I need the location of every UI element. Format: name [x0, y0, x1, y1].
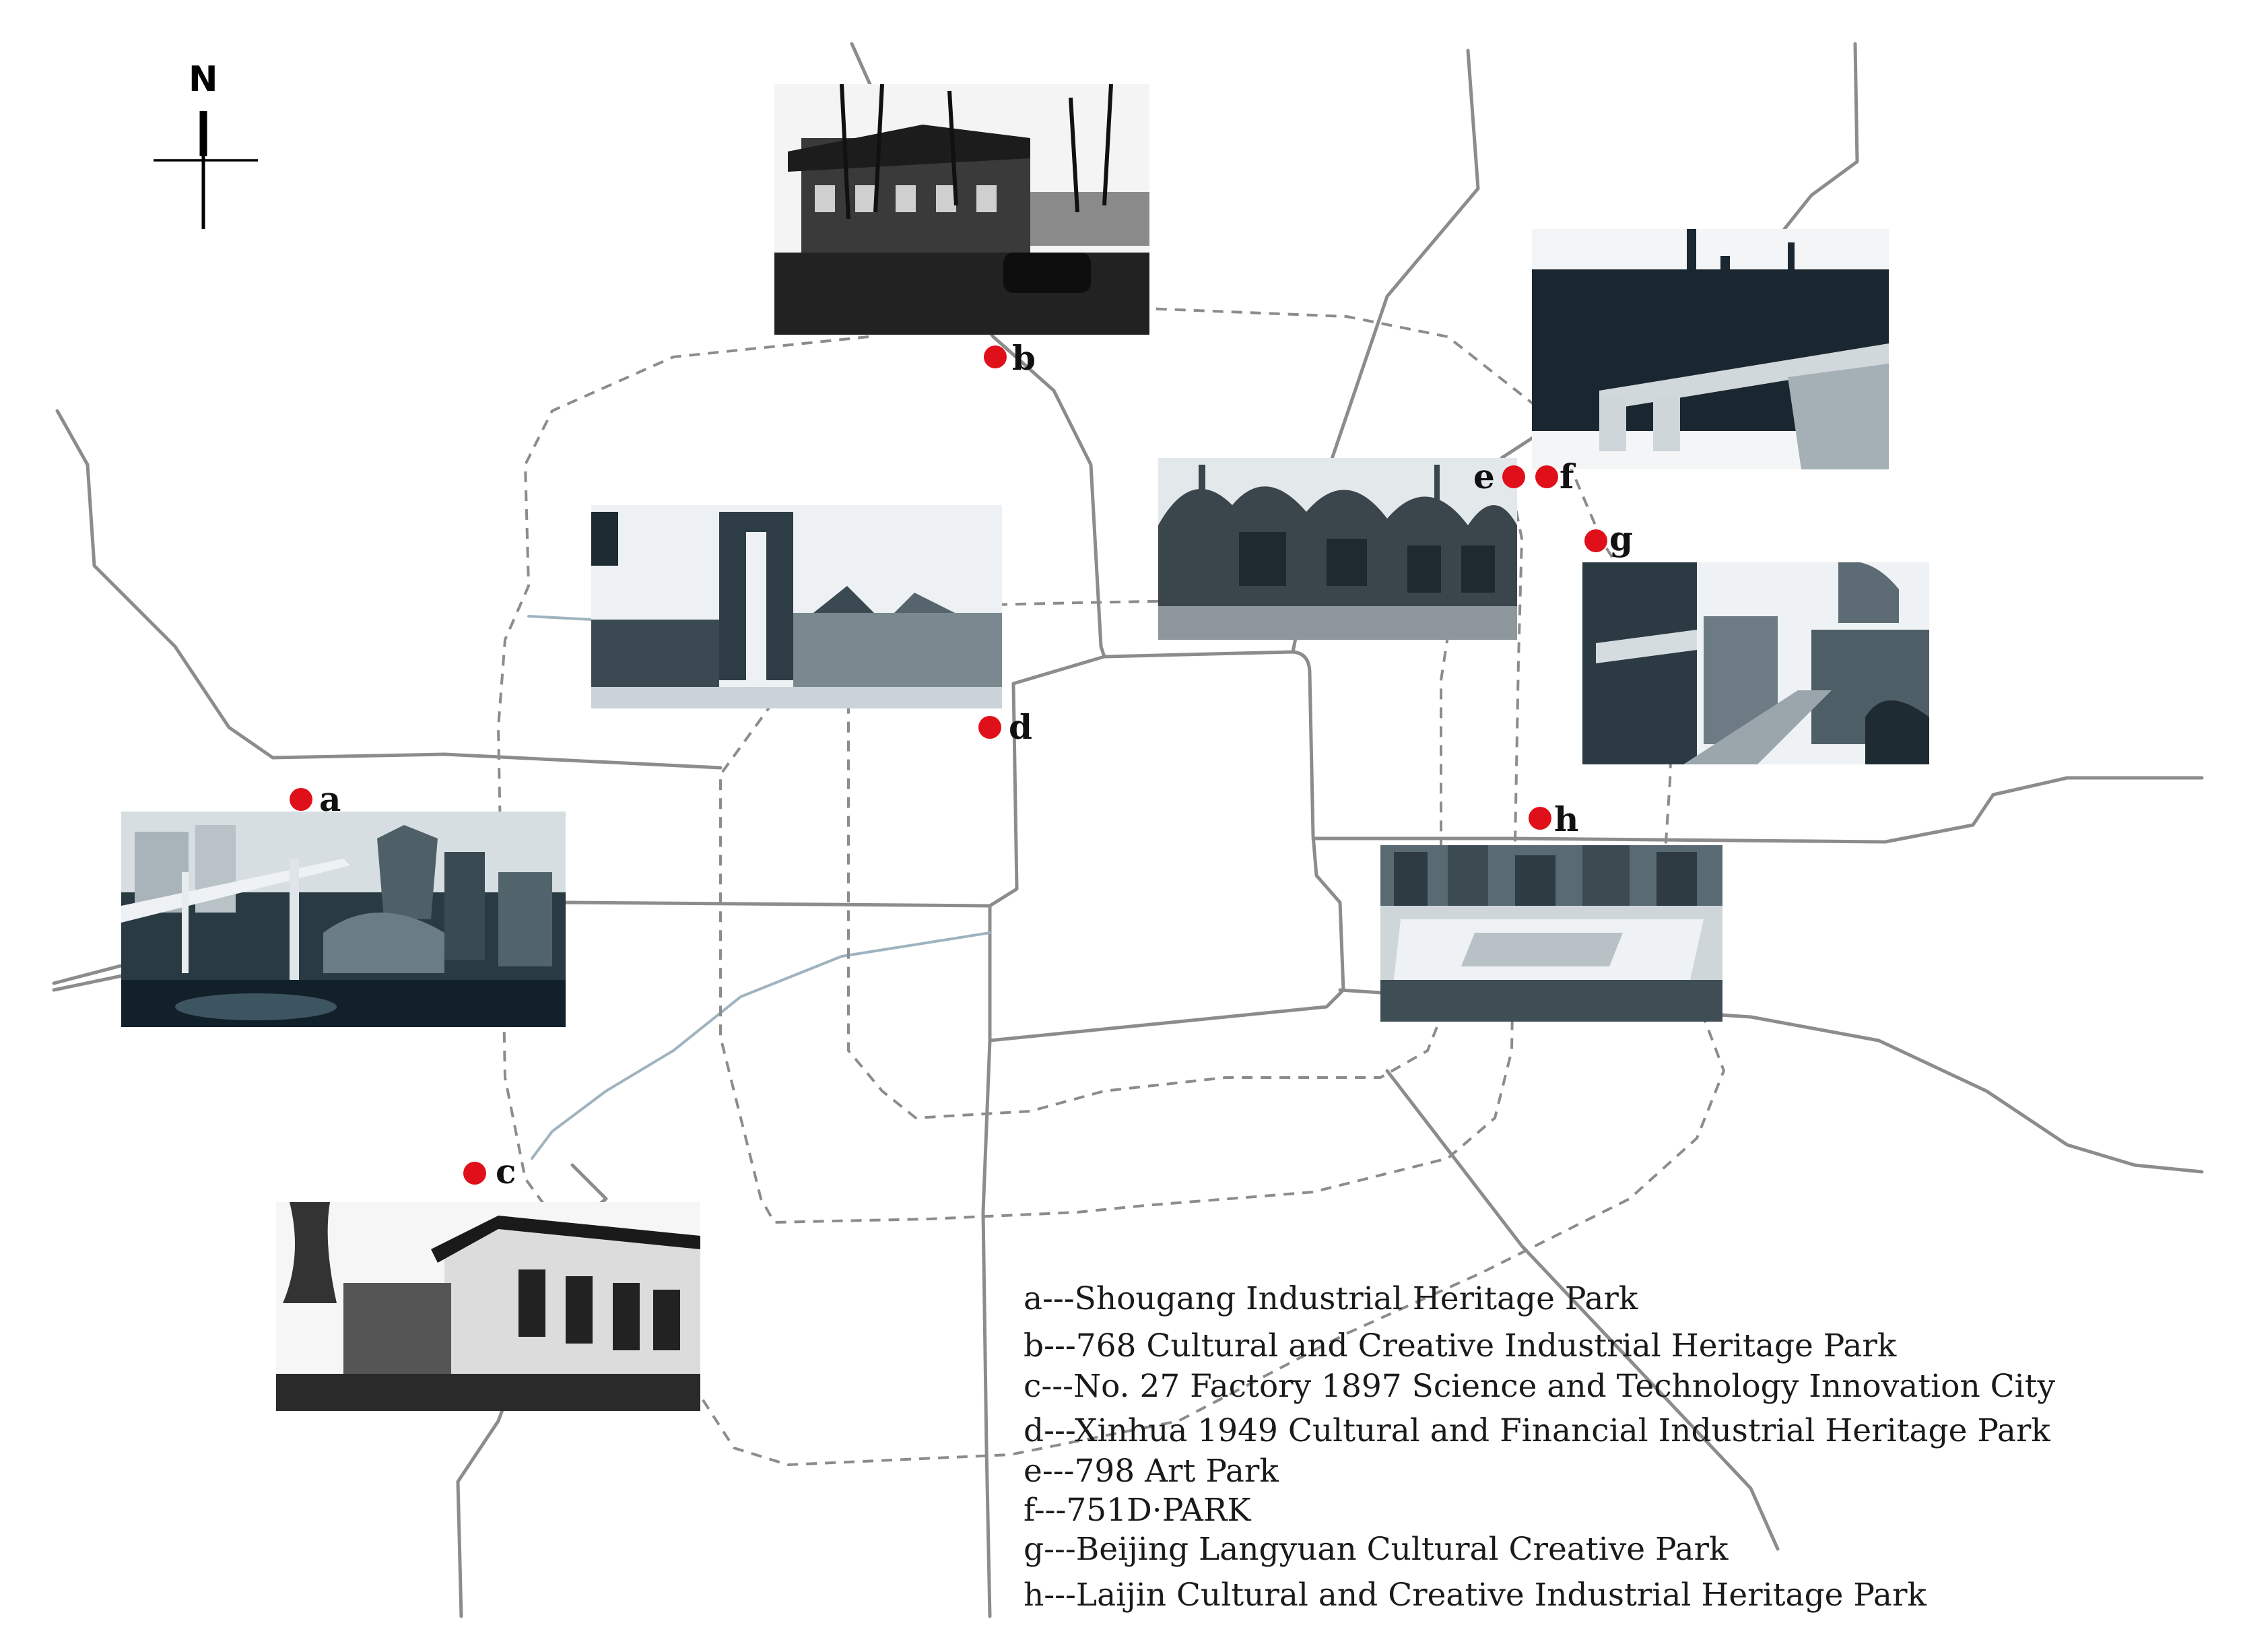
photo-no27-factory — [276, 1202, 700, 1411]
site-label-a: a — [319, 779, 341, 819]
legend-item-c: c---No. 27 Factory 1897 Science and Tech… — [1024, 1368, 2056, 1405]
northwest-road — [55, 409, 723, 770]
third-ring-road — [752, 581, 1449, 1120]
ring-roads — [496, 307, 1726, 1467]
compass — [154, 111, 258, 229]
site-label-f: f — [1560, 457, 1574, 496]
river-southwest — [531, 931, 991, 1160]
legend-item-h: h---Laijin Cultural and Creative Industr… — [1024, 1577, 1927, 1614]
site-label-e: e — [1473, 457, 1495, 496]
legend-item-g: g---Beijing Langyuan Cultural Creative P… — [1024, 1531, 1729, 1568]
south-road — [981, 1038, 992, 1618]
photo-751d-park — [1532, 229, 1889, 469]
legend-item-e: e---798 Art Park — [1024, 1453, 1279, 1490]
photo-shougang — [121, 812, 566, 1027]
site-label-h: h — [1554, 799, 1579, 839]
fourth-ring-road — [719, 474, 1524, 1224]
legend-item-d: d---Xinhua 1949 Cultural and Financial I… — [1024, 1412, 2050, 1449]
central-ring-road — [988, 650, 1345, 1043]
photo-xinhua-1949 — [591, 505, 1002, 708]
east-avenue — [1311, 776, 2204, 844]
compass-north-label: N — [189, 59, 218, 100]
site-label-g: g — [1609, 519, 1633, 558]
site-label-c: c — [496, 1152, 516, 1191]
photo-laijin — [1380, 845, 1722, 1022]
legend-item-a: a---Shougang Industrial Heritage Park — [1024, 1280, 1638, 1317]
photo-798-art-park — [1158, 458, 1517, 640]
site-label-d: d — [1009, 707, 1032, 747]
southeast-road — [1385, 1069, 1780, 1551]
east-road-lower — [1338, 988, 2204, 1174]
river-west — [527, 615, 594, 621]
legend-item-b: b---768 Cultural and Creative Industrial… — [1024, 1327, 1897, 1364]
photo-768-park — [774, 84, 1149, 335]
legend-item-f: f---751D·PARK — [1024, 1492, 1251, 1529]
site-label-b: b — [1012, 338, 1036, 378]
river — [527, 615, 991, 1160]
photo-langyuan — [1582, 562, 1929, 764]
